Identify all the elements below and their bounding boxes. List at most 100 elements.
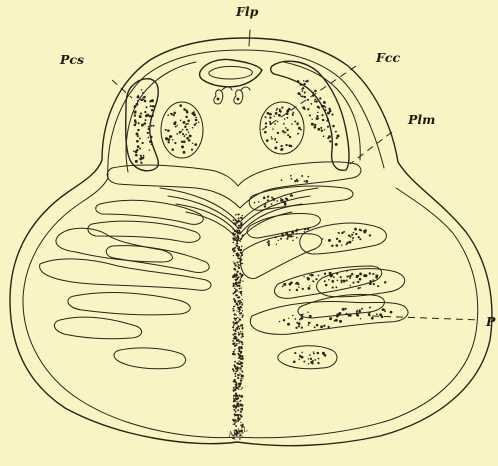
stipple-dot bbox=[309, 114, 311, 116]
raphe-dot bbox=[236, 253, 238, 255]
raphe-dot bbox=[239, 240, 240, 241]
raphe-dot bbox=[237, 227, 239, 229]
stipple-dot bbox=[144, 111, 146, 113]
raphe-dot bbox=[241, 333, 243, 335]
stipple-dot bbox=[303, 276, 304, 277]
stipple-dot bbox=[296, 233, 297, 234]
stipple-dot bbox=[301, 175, 303, 177]
stipple-dot bbox=[140, 156, 142, 158]
raphe-dot bbox=[235, 283, 237, 285]
stipple-dot bbox=[375, 275, 378, 278]
raphe-dot bbox=[238, 217, 240, 219]
stipple-dot bbox=[341, 281, 343, 283]
stipple-dot bbox=[143, 122, 146, 125]
raphe-dot bbox=[236, 240, 238, 242]
raphe-dot bbox=[239, 438, 241, 440]
raphe-dot bbox=[234, 365, 236, 367]
raphe-dot bbox=[241, 370, 243, 372]
stipple-dot bbox=[187, 119, 190, 122]
stipple-dot bbox=[276, 141, 278, 143]
raphe-dot bbox=[238, 357, 240, 359]
stipple-dot bbox=[302, 95, 304, 97]
raphe-dot bbox=[240, 326, 241, 327]
raphe-dot bbox=[240, 278, 242, 280]
stipple-dot bbox=[135, 154, 138, 157]
stipple-dot bbox=[258, 201, 260, 203]
stipple-dot bbox=[271, 196, 273, 198]
stipple-dot bbox=[292, 240, 294, 242]
stipple-dot bbox=[357, 281, 359, 283]
stipple-dot bbox=[309, 285, 310, 286]
stipple-dot bbox=[136, 133, 139, 136]
stipple-dot bbox=[165, 137, 167, 139]
raphe-dot bbox=[234, 330, 236, 332]
stipple-dot bbox=[311, 103, 313, 105]
stipple-dot bbox=[358, 236, 360, 238]
stipple-dot bbox=[302, 288, 304, 290]
stipple-dot bbox=[139, 137, 141, 139]
raphe-dot bbox=[233, 387, 234, 388]
stipple-dot bbox=[335, 143, 338, 146]
stipple-dot bbox=[325, 106, 327, 108]
stipple-dot bbox=[359, 238, 361, 240]
stipple-dot bbox=[341, 232, 343, 234]
stipple-dot bbox=[319, 97, 321, 99]
stipple-dot bbox=[346, 279, 348, 281]
stipple-dot bbox=[285, 127, 287, 129]
stipple-dot bbox=[301, 88, 302, 89]
raphe-dot bbox=[240, 265, 241, 266]
stipple-dot bbox=[326, 120, 328, 122]
stipple-dot bbox=[307, 99, 309, 101]
raphe-dot bbox=[236, 404, 237, 405]
raphe-dot bbox=[236, 310, 237, 311]
stipple-dot bbox=[149, 149, 151, 151]
stipple-dot bbox=[269, 121, 271, 123]
stipple-dot bbox=[361, 308, 363, 310]
raphe-dot bbox=[233, 398, 234, 399]
raphe-dot bbox=[238, 383, 240, 385]
raphe-dot bbox=[236, 230, 238, 232]
raphe-dot bbox=[234, 336, 236, 338]
raphe-dot bbox=[241, 222, 242, 223]
stipple-dot bbox=[137, 96, 140, 99]
raphe-dot bbox=[240, 362, 241, 363]
raphe-dot bbox=[233, 261, 234, 262]
stipple-dot bbox=[303, 80, 305, 82]
stipple-dot bbox=[340, 276, 342, 278]
stipple-dot bbox=[148, 128, 150, 130]
stipple-dot bbox=[278, 114, 281, 117]
stipple-dot bbox=[285, 144, 287, 146]
raphe-dot bbox=[238, 317, 239, 318]
stipple-dot bbox=[314, 124, 316, 126]
stipple-dot bbox=[146, 114, 149, 117]
stipple-dot bbox=[314, 90, 317, 93]
raphe-dot bbox=[235, 412, 236, 413]
raphe-dot bbox=[238, 281, 240, 283]
raphe-dot bbox=[237, 235, 238, 236]
stipple-dot bbox=[143, 155, 145, 157]
stipple-dot bbox=[316, 100, 318, 102]
raphe-dot bbox=[234, 404, 235, 405]
stipple-dot bbox=[327, 326, 329, 328]
stipple-dot bbox=[183, 140, 186, 143]
stipple-dot bbox=[139, 147, 141, 149]
stipple-dot bbox=[323, 101, 326, 104]
raphe-dot bbox=[232, 232, 234, 234]
stipple-dot bbox=[327, 112, 330, 115]
stipple-dot bbox=[294, 352, 296, 354]
raphe-dot bbox=[238, 333, 240, 335]
stipple-dot bbox=[150, 115, 152, 117]
stipple-dot bbox=[308, 358, 310, 360]
stipple-dot bbox=[295, 230, 297, 232]
stipple-dot bbox=[305, 81, 306, 82]
stipple-dot bbox=[307, 311, 308, 312]
stipple-dot bbox=[147, 132, 149, 134]
raphe-dot bbox=[236, 242, 238, 244]
stipple-dot bbox=[140, 162, 142, 164]
stipple-dot bbox=[300, 95, 302, 97]
raphe-dot bbox=[239, 246, 240, 247]
stipple-dot bbox=[317, 112, 319, 114]
raphe-dot bbox=[241, 246, 242, 247]
raphe-dot bbox=[235, 220, 236, 221]
stipple-dot bbox=[195, 119, 198, 122]
